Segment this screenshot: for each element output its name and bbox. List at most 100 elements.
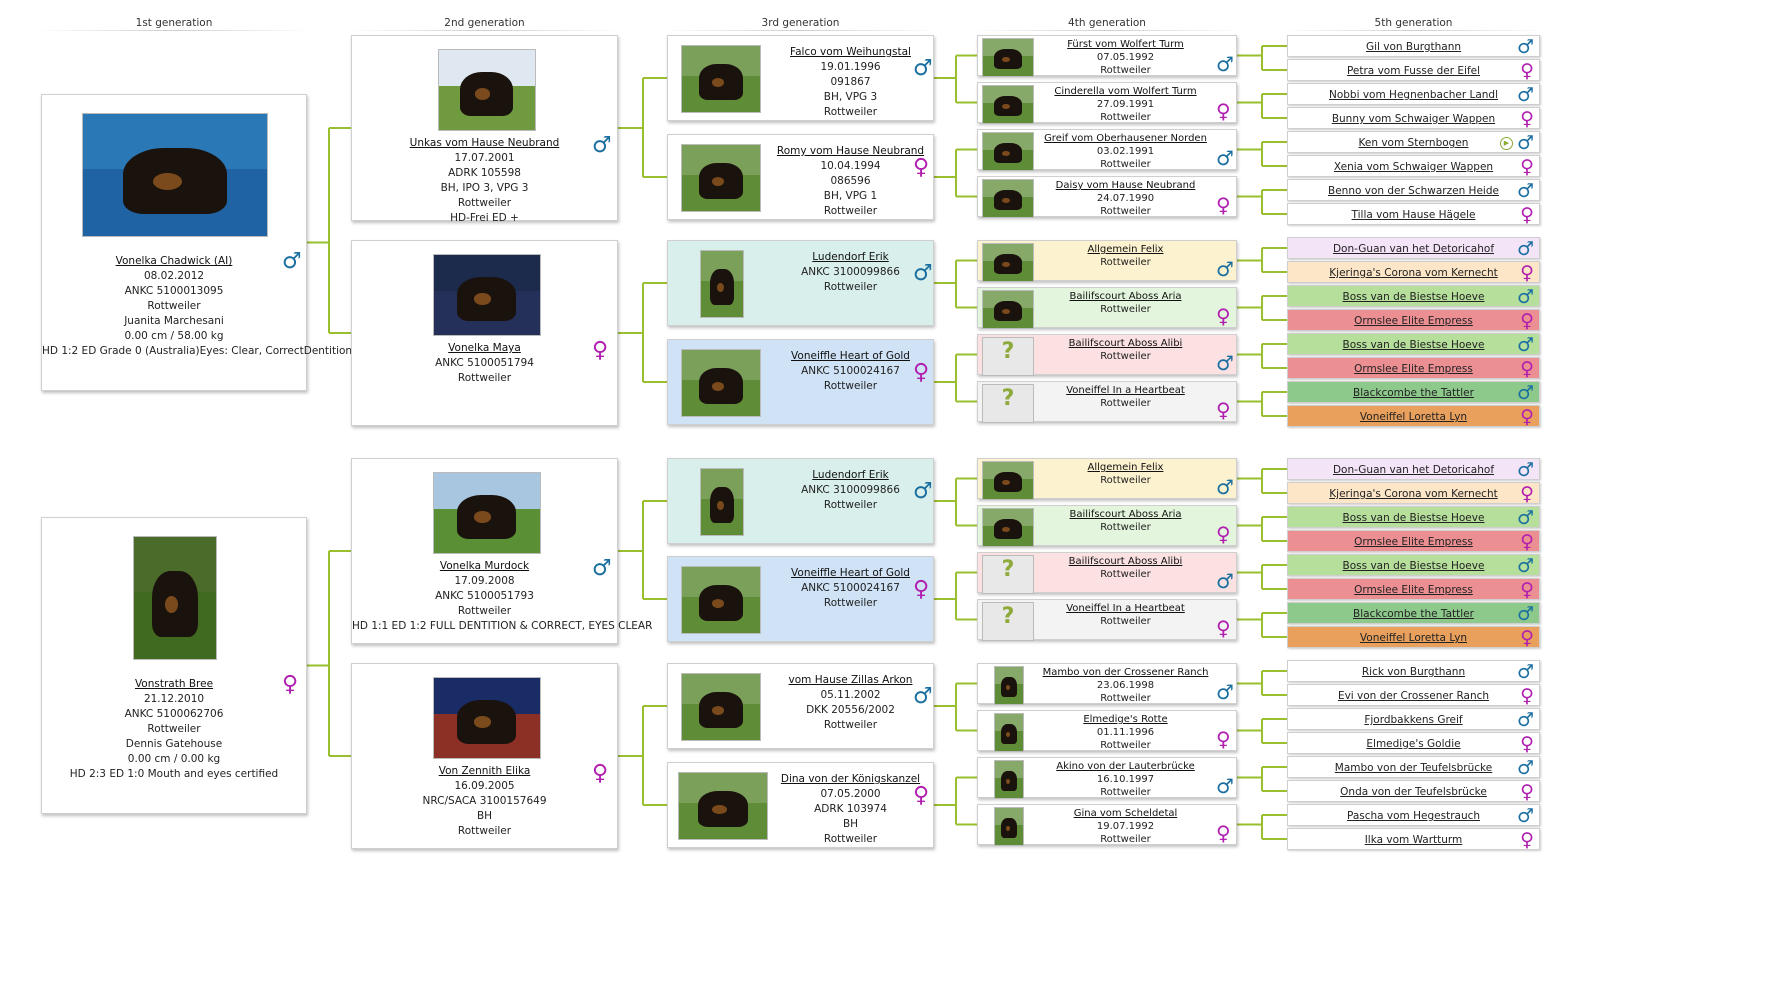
dog-photo[interactable] [432,472,541,554]
gen5-card[interactable]: Don-Guan van het Detoricahof♂ [1287,237,1540,260]
dog-photo[interactable] [681,673,761,741]
gen5-card[interactable]: Boss van de Biestse Hoeve♂ [1287,285,1540,308]
dog-name-link[interactable]: Vonelka Chadwick (AI) [115,255,233,267]
gen5-card[interactable]: Onda von der Teufelsbrücke♀ [1287,780,1540,803]
gen5-card[interactable]: Boss van de Biestse Hoeve♂ [1287,554,1540,577]
dog-name-link[interactable]: Elmedige's Rotte [1083,714,1168,725]
gen5-card[interactable]: Evi von der Crossener Ranch♀ [1287,684,1540,707]
dog-name-link[interactable]: Tilla vom Hause Hägele [1351,209,1476,221]
dog-name-link[interactable]: Ilka vom Wartturm [1364,834,1463,846]
dog-name-link[interactable]: Gil von Burgthann [1365,41,1462,53]
dog-name-link[interactable]: Pascha vom Hegestrauch [1346,810,1481,822]
dog-name-link[interactable]: Onda von der Teufelsbrücke [1340,786,1487,798]
dog-name-link[interactable]: Mambo von der Crossener Ranch [1042,667,1209,678]
gen5-card[interactable]: Voneiffel Loretta Lyn♀ [1287,405,1540,428]
dog-name-link[interactable]: Boss van de Biestse Hoeve [1342,291,1485,303]
gen5-card[interactable]: Ormslee Elite Empress♀ [1287,309,1540,332]
dog-name-link[interactable]: Voneiffel Loretta Lyn [1359,411,1468,423]
dog-name-link[interactable]: Mambo von der Teufelsbrücke [1334,762,1493,774]
play-icon[interactable]: ▶ [1500,137,1513,150]
gen5-card[interactable]: Elmedige's Goldie♀ [1287,732,1540,755]
dog-name-link[interactable]: Vonelka Murdock [439,560,530,572]
gen5-card[interactable]: Pascha vom Hegestrauch♂ [1287,804,1540,827]
gen5-card[interactable]: Benno von der Schwarzen Heide♂ [1287,179,1540,202]
gen5-card[interactable]: Ilka vom Wartturm♀ [1287,828,1540,851]
gen5-card[interactable]: Tilla vom Hause Hägele♀ [1287,203,1540,226]
dog-name-link[interactable]: Don-Guan van het Detoricahof [1332,243,1495,255]
no-photo-placeholder[interactable]: ? [982,602,1034,641]
dog-photo[interactable] [994,713,1024,752]
dog-photo[interactable] [437,49,536,131]
dog-name-link[interactable]: Blackcombe the Tattler [1353,608,1474,620]
dog-photo[interactable] [982,243,1034,282]
dog-name-link[interactable]: Voneiffel Loretta Lyn [1359,632,1468,644]
dog-name-link[interactable]: Dina von der Königskanzel [780,773,921,785]
gen5-card[interactable]: Kjeringa's Corona vom Kernecht♀ [1287,482,1540,505]
gen5-card[interactable]: Voneiffel Loretta Lyn♀ [1287,626,1540,649]
dog-name-link[interactable]: Daisy vom Hause Neubrand [1055,180,1196,191]
dog-name-link[interactable]: Bailifscourt Aboss Aria [1069,509,1182,520]
dog-name-link[interactable]: Bunny vom Schwaiger Wappen [1331,113,1496,125]
no-photo-placeholder[interactable]: ? [982,555,1034,594]
gen5-card[interactable]: Boss van de Biestse Hoeve♂ [1287,333,1540,356]
dog-name-link[interactable]: Ludendorf Erik [812,251,889,263]
dog-name-link[interactable]: Don-Guan van het Detoricahof [1332,464,1495,476]
dog-name-link[interactable]: Romy vom Hause Neubrand [776,145,925,157]
dog-name-link[interactable]: Voneiffle Heart of Gold [791,567,910,579]
dog-photo[interactable] [982,38,1034,77]
gen5-card[interactable]: Xenia vom Schwaiger Wappen♀ [1287,155,1540,178]
gen5-card[interactable]: Nobbi vom Hegnenbacher Landl♂ [1287,83,1540,106]
dog-name-link[interactable]: Allgemein Felix [1087,244,1164,255]
dog-photo[interactable] [700,468,744,536]
dog-photo[interactable] [982,461,1034,500]
dog-photo[interactable] [133,536,217,660]
gen5-card[interactable]: Rick von Burgthann♂ [1287,660,1540,683]
dog-name-link[interactable]: Fjordbakkens Greif [1364,714,1463,726]
gen5-card[interactable]: Mambo von der Teufelsbrücke♂ [1287,756,1540,779]
dog-name-link[interactable]: Ormslee Elite Empress [1354,536,1473,548]
dog-name-link[interactable]: Ken vom Sternbogen [1358,137,1469,149]
dog-name-link[interactable]: Fürst vom Wolfert Turm [1067,39,1184,50]
gen5-card[interactable]: Ormslee Elite Empress♀ [1287,578,1540,601]
dog-photo[interactable] [994,760,1024,799]
dog-name-link[interactable]: Blackcombe the Tattler [1353,387,1474,399]
gen5-card[interactable]: Bunny vom Schwaiger Wappen♀ [1287,107,1540,130]
dog-name-link[interactable]: Bailifscourt Aboss Aria [1069,291,1182,302]
dog-name-link[interactable]: Gina vom Scheldetal [1073,808,1178,819]
dog-name-link[interactable]: Greif vom Oberhausener Norden [1044,133,1207,144]
dog-photo[interactable] [982,179,1034,218]
dog-name-link[interactable]: Unkas vom Hause Neubrand [409,137,560,149]
dog-photo[interactable] [678,772,768,840]
dog-name-link[interactable]: Allgemein Felix [1087,462,1164,473]
dog-name-link[interactable]: Voneiffel In a Heartbeat [1066,385,1185,396]
dog-photo[interactable] [82,113,268,237]
gen5-card[interactable]: Ken vom Sternbogen▶♂ [1287,131,1540,154]
dog-name-link[interactable]: vom Hause Zillas Arkon [788,674,913,686]
dog-name-link[interactable]: Voneiffle Heart of Gold [791,350,910,362]
dog-photo[interactable] [681,349,761,417]
dog-name-link[interactable]: Cinderella vom Wolfert Turm [1054,86,1197,97]
dog-photo[interactable] [432,677,541,759]
dog-name-link[interactable]: Boss van de Biestse Hoeve [1342,512,1485,524]
dog-name-link[interactable]: Falco vom Weihungstal [790,46,911,58]
dog-photo[interactable] [681,566,761,634]
dog-name-link[interactable]: Petra vom Fusse der Eifel [1346,65,1481,77]
